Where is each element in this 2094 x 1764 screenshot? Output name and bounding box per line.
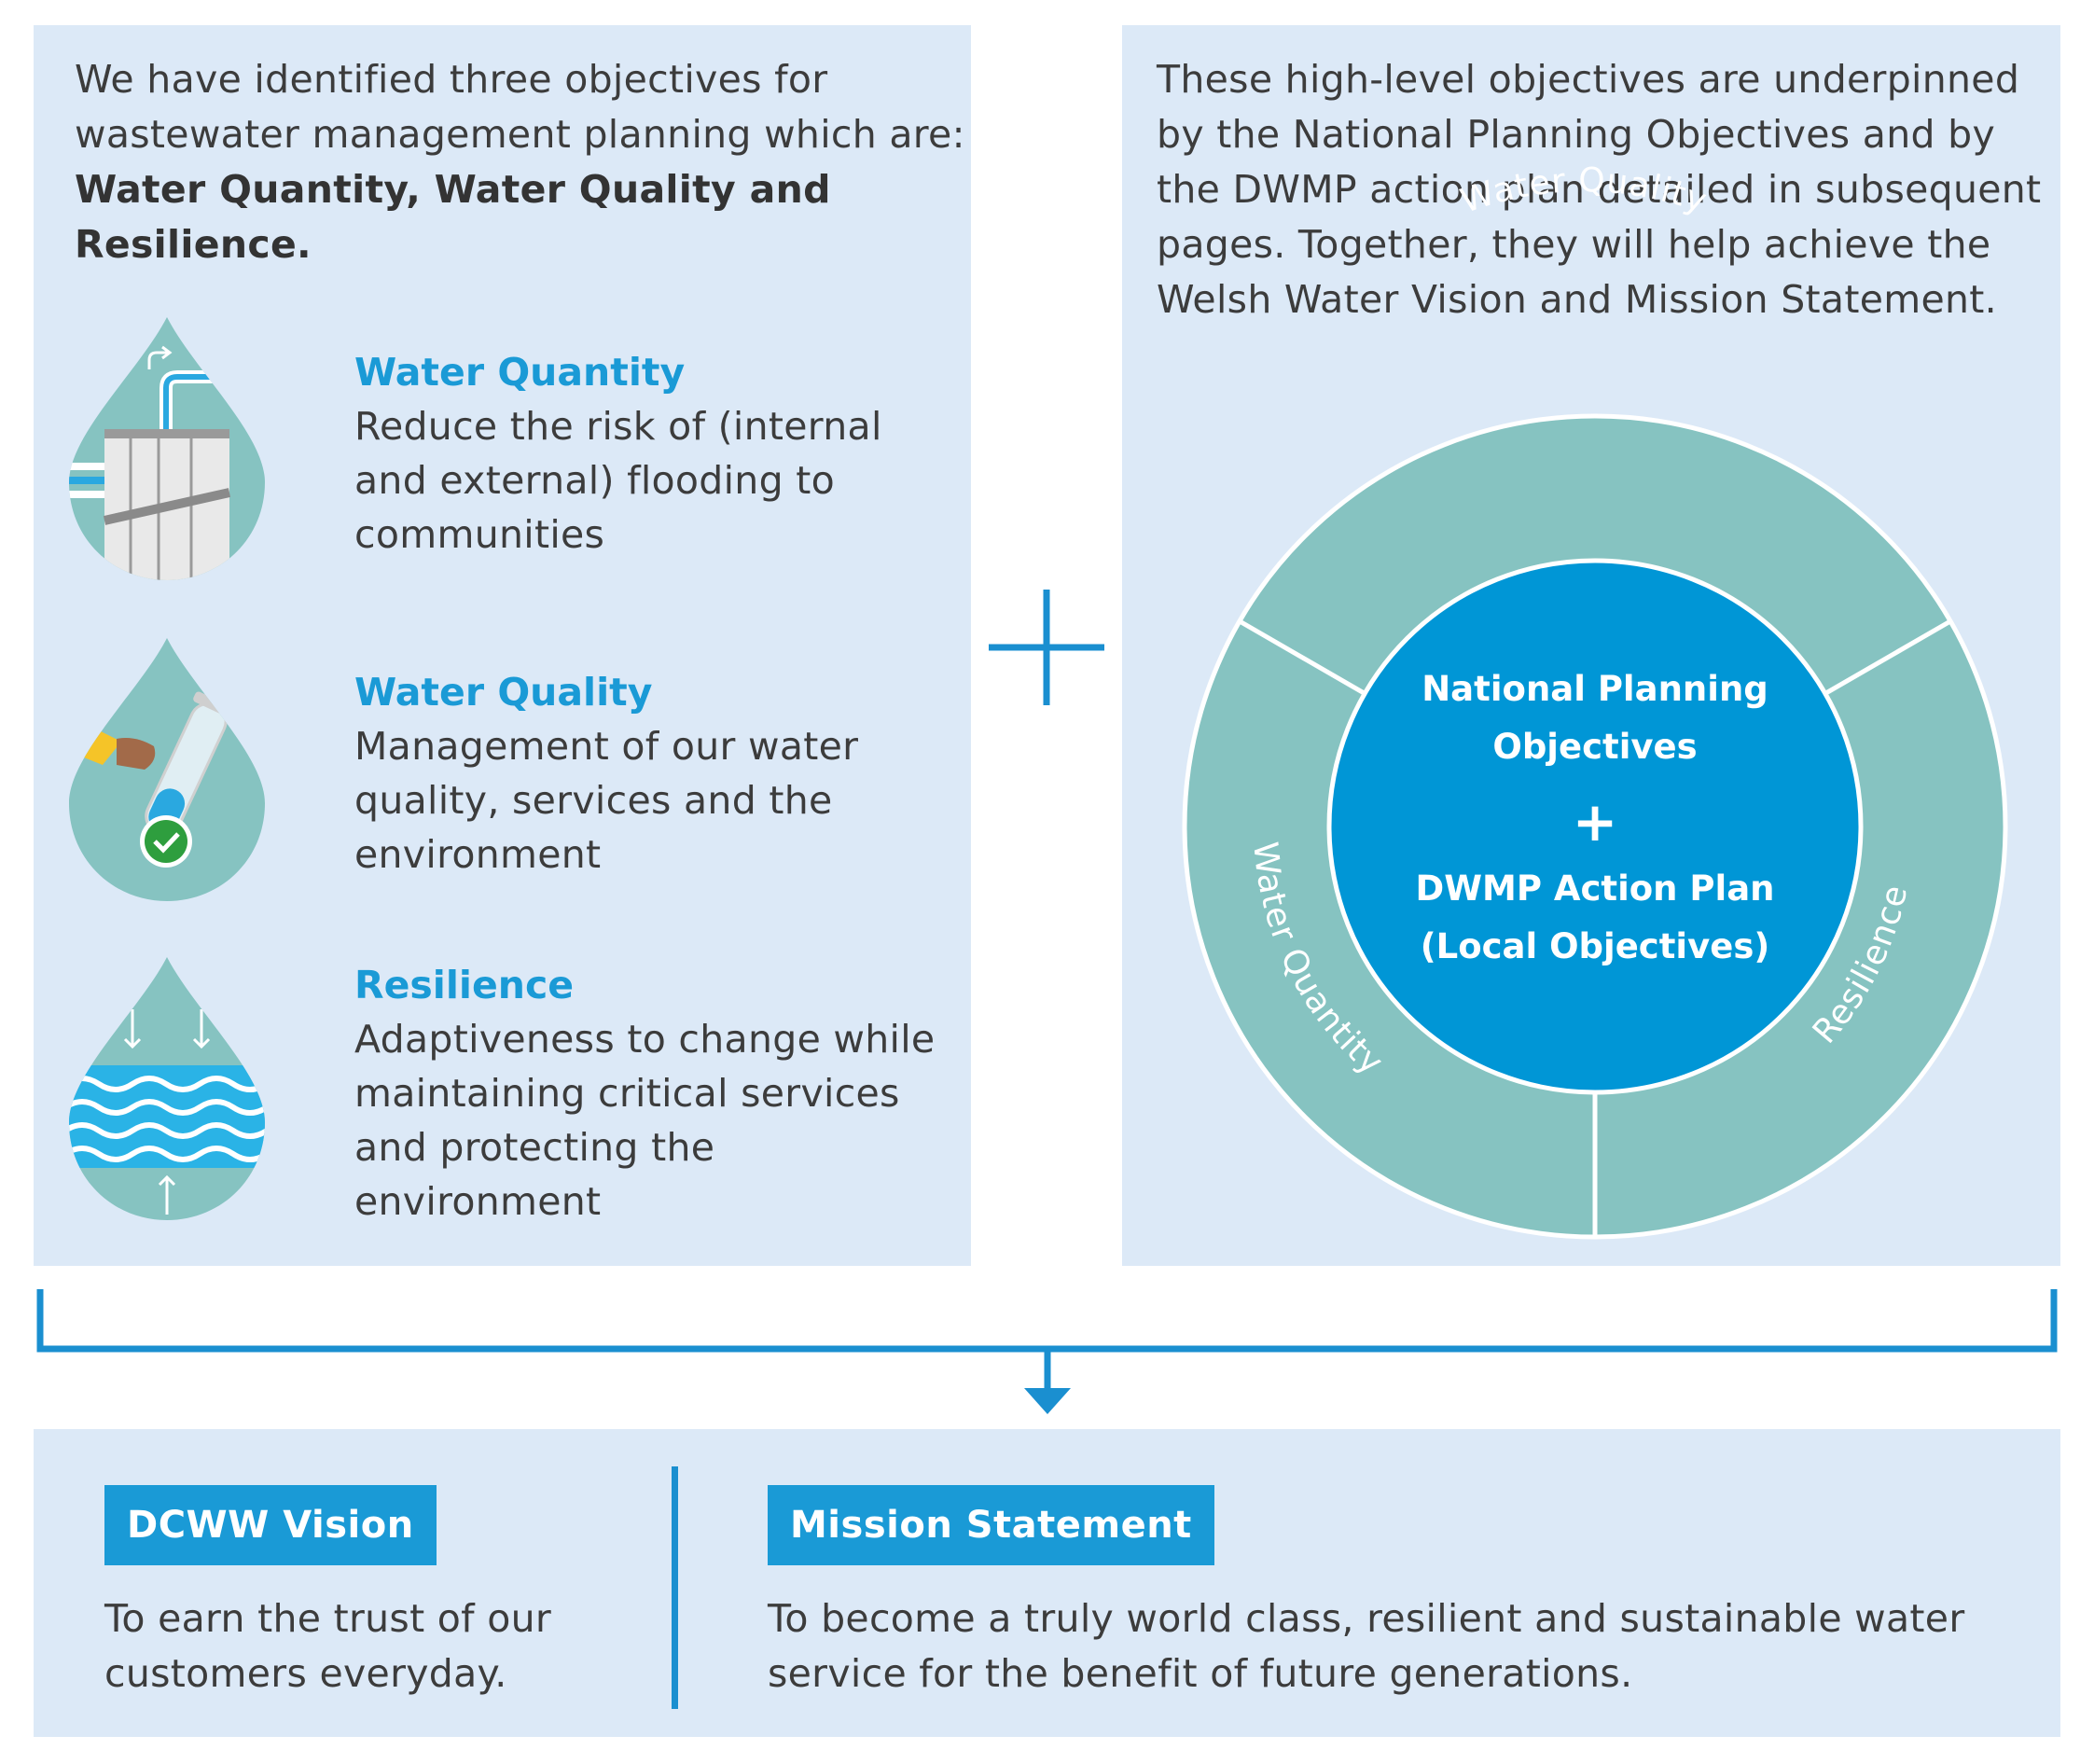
wheel-label-text: Water Quality [1456, 161, 1711, 221]
waves-drop-icon [69, 957, 265, 1220]
objective-title: Water Quantity [354, 350, 686, 395]
objective-description: Adaptiveness to change while maintaining… [354, 1017, 936, 1224]
objective-description: Management of our water quality, service… [354, 724, 859, 877]
objective-resilience: Resilience Adaptiveness to change while … [354, 958, 951, 1229]
wheel-label-water-quality: Water Quality [1456, 161, 1712, 221]
mission-tag: Mission Statement [768, 1485, 1214, 1565]
wheel-center-circle [1326, 558, 1864, 1095]
intro-text: We have identified three objectives for … [75, 57, 965, 157]
vision-tag: DCWW Vision [104, 1485, 437, 1565]
storm-tank-drop-icon [69, 317, 265, 580]
vision-mission-panel [34, 1429, 2060, 1737]
mission-text: To become a truly world class, resilient… [768, 1596, 1965, 1696]
plus-connector-icon [989, 590, 1104, 705]
test-tube-drop-icon [69, 638, 265, 901]
wheel-center-plus: + [1572, 790, 1618, 854]
objective-water-quality: Water Quality Management of our water qu… [354, 665, 951, 882]
vision-text: To earn the trust of our customers every… [104, 1596, 552, 1696]
objectives-intro: We have identified three objectives for … [75, 52, 970, 272]
objective-water-quantity: Water Quantity Reduce the risk of (inter… [354, 345, 951, 562]
objective-title: Water Quality [354, 670, 653, 715]
down-arrow-icon [1024, 1388, 1071, 1414]
wheel-center-dwmp-plan: DWMP Action Plan (Local Objectives) [1415, 868, 1775, 966]
planning-intro: These high-level objectives are underpin… [1157, 57, 2042, 322]
bottom-divider [672, 1466, 678, 1709]
bracket-connector [36, 1289, 2058, 1414]
objective-description: Reduce the risk of (internal and externa… [354, 404, 882, 557]
intro-bold-objectives: Water Quantity, Water Quality and Resili… [75, 167, 831, 267]
objective-title: Resilience [354, 963, 575, 1007]
wheel-center-national-objectives: National Planning Objectives [1421, 669, 1768, 767]
